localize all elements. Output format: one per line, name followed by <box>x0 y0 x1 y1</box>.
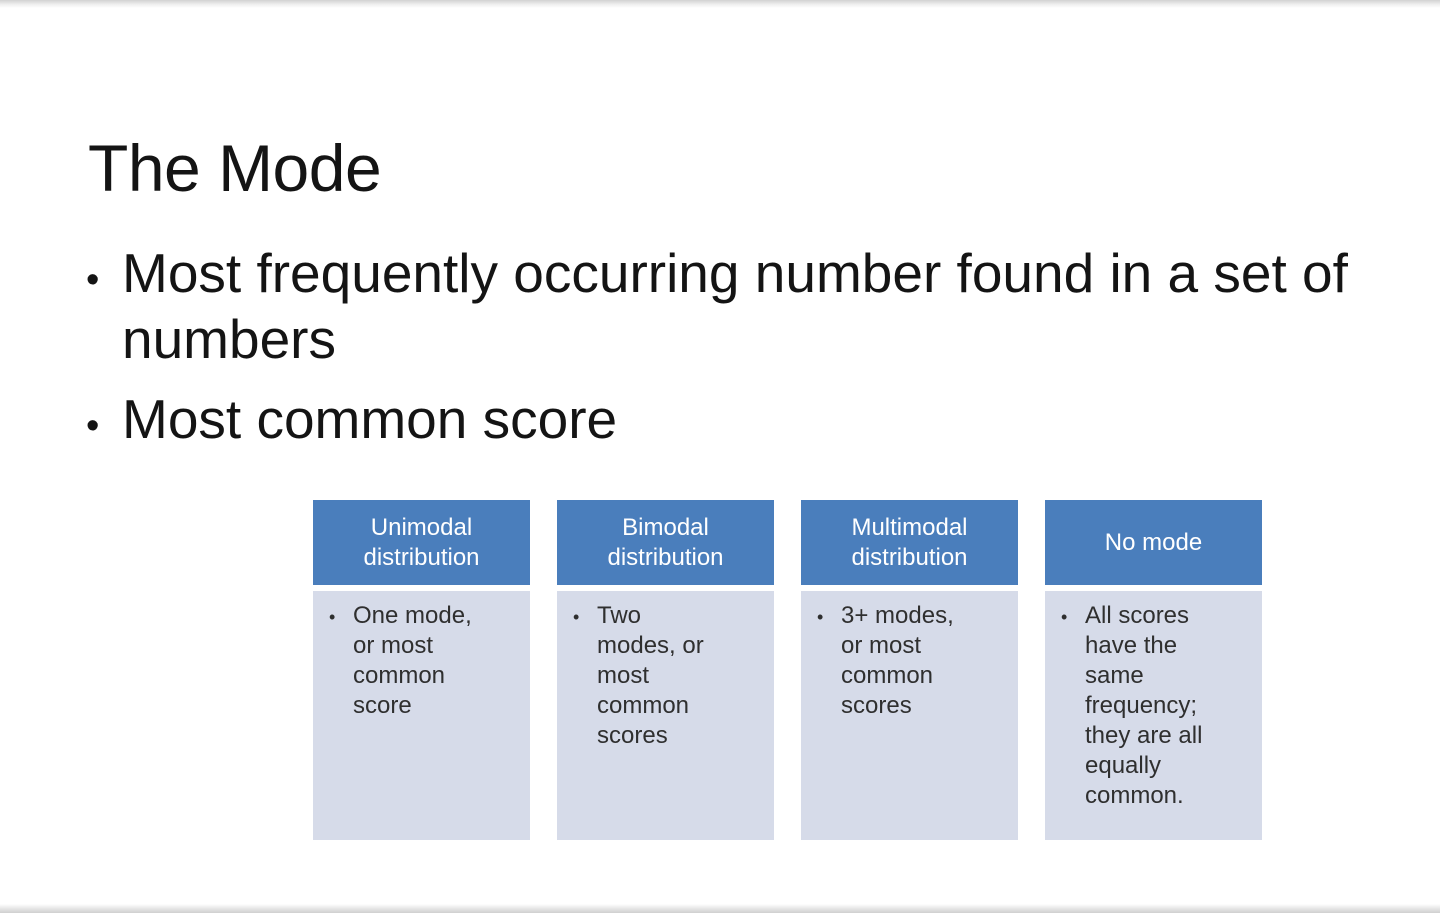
bullet-item: • Most frequently occurring number found… <box>86 240 1372 372</box>
bullet-marker: • <box>817 607 824 627</box>
column-no-mode: No mode • All scores have the same frequ… <box>1045 500 1262 840</box>
column-body-bimodal: • Two modes, or most common scores <box>557 591 774 840</box>
column-bimodal: Bimodal distribution • Two modes, or mos… <box>557 500 774 840</box>
column-multimodal: Multimodal distribution • 3+ modes, or m… <box>801 500 1018 840</box>
bullet-marker: • <box>573 607 580 627</box>
bullet-item: • Most common score <box>86 386 1372 459</box>
bullet-text: Most frequently occurring number found i… <box>122 242 1348 370</box>
column-header-unimodal: Unimodal distribution <box>313 500 530 585</box>
column-body-text: All scores have the same frequency; they… <box>1085 602 1203 809</box>
slide-top-edge <box>0 0 1440 8</box>
bullet-marker: • <box>1061 607 1068 627</box>
column-body-unimodal: • One mode, or most common score <box>313 591 530 840</box>
bullet-marker: • <box>329 607 336 627</box>
slide-title: The Mode <box>88 131 382 206</box>
column-header-no-mode: No mode <box>1045 500 1262 585</box>
column-body-text: 3+ modes, or most common scores <box>841 602 954 719</box>
column-body-no-mode: • All scores have the same frequency; th… <box>1045 591 1262 840</box>
bullet-text: Most common score <box>122 388 618 450</box>
column-body-multimodal: • 3+ modes, or most common scores <box>801 591 1018 840</box>
slide-bottom-edge <box>0 904 1440 913</box>
bullet-marker: • <box>86 259 100 301</box>
column-unimodal: Unimodal distribution • One mode, or mos… <box>313 500 530 840</box>
column-body-text: One mode, or most common score <box>353 602 472 719</box>
bullet-marker: • <box>86 405 100 447</box>
column-body-text: Two modes, or most common scores <box>597 602 704 749</box>
distribution-columns: Unimodal distribution • One mode, or mos… <box>313 500 1262 840</box>
column-header-multimodal: Multimodal distribution <box>801 500 1018 585</box>
bullet-list: • Most frequently occurring number found… <box>86 240 1372 473</box>
column-header-bimodal: Bimodal distribution <box>557 500 774 585</box>
